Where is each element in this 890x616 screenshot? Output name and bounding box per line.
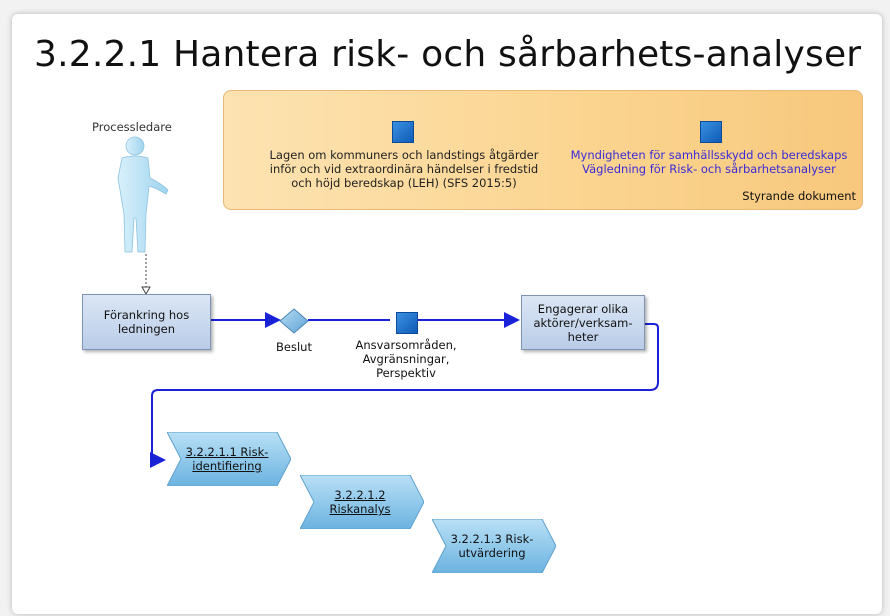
document-msb-guidance[interactable]: Myndigheten för samhällsskydd och bereds…: [554, 148, 864, 176]
subprocess-risk-analysis[interactable]: 3.2.2.1.2 Riskanalys: [300, 475, 424, 529]
decision-label: Beslut: [276, 340, 312, 354]
document-law-line: Lagen om kommuners och landstings åtgärd…: [269, 148, 539, 162]
data-object-line: Avgränsningar,: [362, 352, 450, 366]
subprocess-line: 3.2.2.1.1 Risk-: [185, 445, 269, 459]
data-object-line: Ansvarsområden,: [355, 338, 457, 352]
person-icon: [117, 136, 169, 253]
chevron-shape: [300, 475, 424, 529]
role-label: Processledare: [92, 120, 172, 134]
chevron-shape: [432, 519, 556, 573]
subprocess-link[interactable]: 3.2.2.1.1 Risk- identifiering: [175, 432, 279, 486]
document-law-line: och höjd beredskap (LEH) (SFS 2015:5): [291, 176, 517, 190]
subprocess-line: Riskanalys: [329, 502, 391, 516]
task-label: Förankring hos: [103, 308, 190, 322]
subprocess-line: 3.2.2.1.3 Risk-: [450, 532, 534, 546]
data-object-label: Ansvarsområden, Avgränsningar, Perspekti…: [344, 338, 468, 380]
task-engage-actors[interactable]: Engagerar olika aktörer/verksam- heter: [521, 295, 645, 350]
data-object-line: Perspektiv: [376, 366, 436, 380]
document-law[interactable]: Lagen om kommuners och landstings åtgärd…: [254, 148, 554, 190]
page-title: 3.2.2.1 Hantera risk- och sårbarhets-ana…: [34, 34, 862, 75]
sequence-flow: [150, 323, 659, 468]
task-label: ledningen: [117, 322, 175, 336]
governing-documents-box: Lagen om kommuners och landstings åtgärd…: [223, 90, 863, 210]
task-label: heter: [567, 329, 599, 344]
document-msb-line: Vägledning för Risk- och sårbarhetsanaly…: [582, 162, 836, 176]
subprocess-line: 3.2.2.1.2: [334, 488, 386, 502]
subprocess-risk-identification[interactable]: 3.2.2.1.1 Risk- identifiering: [167, 432, 291, 486]
subprocess-link[interactable]: 3.2.2.1.3 Risk- utvärdering: [440, 519, 544, 573]
task-label: Engagerar olika: [537, 301, 629, 316]
document-icon[interactable]: [700, 121, 722, 143]
document-law-line: inför och vid extraordinära händelser i …: [269, 162, 539, 176]
document-icon[interactable]: [392, 121, 414, 143]
document-msb-line: Myndigheten för samhällsskydd och bereds…: [570, 148, 848, 162]
data-object-icon[interactable]: [396, 312, 418, 334]
task-label: aktörer/verksam-: [533, 315, 633, 330]
subprocess-line: utvärdering: [458, 546, 526, 560]
subprocess-link[interactable]: 3.2.2.1.2 Riskanalys: [308, 475, 412, 529]
subprocess-risk-evaluation[interactable]: 3.2.2.1.3 Risk- utvärdering: [432, 519, 556, 573]
decision-gateway-icon[interactable]: [279, 308, 309, 334]
chevron-shape: [167, 432, 291, 486]
subprocess-line: identifiering: [192, 459, 262, 473]
diagram-canvas: 3.2.2.1 Hantera risk- och sårbarhets-ana…: [12, 14, 882, 614]
governing-documents-label: Styrande dokument: [742, 189, 856, 203]
connector-layer: [141, 254, 659, 468]
task-anchor-management[interactable]: Förankring hos ledningen: [82, 294, 211, 350]
